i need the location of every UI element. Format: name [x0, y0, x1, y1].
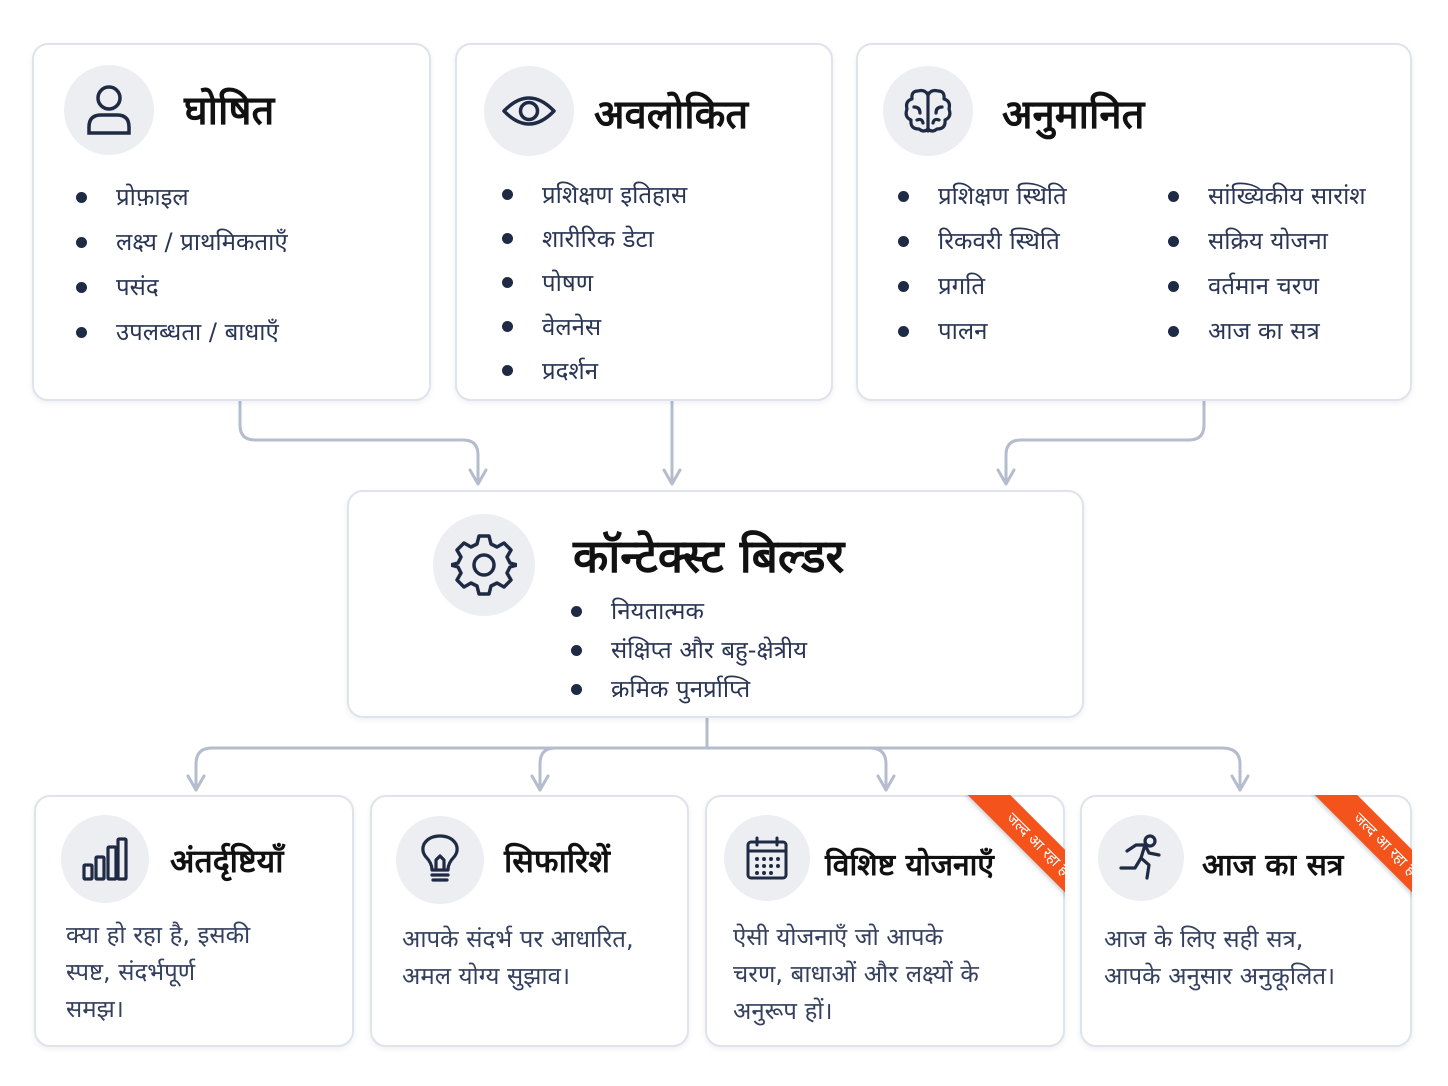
running-icon [1098, 815, 1184, 901]
list-item: वेलनेस [502, 305, 687, 349]
bar-chart-icon [61, 815, 149, 903]
description-line: आज के लिए सही सत्र, [1104, 925, 1304, 953]
calendar-icon [724, 815, 810, 901]
eye-icon [484, 66, 574, 156]
description-line: समझ। [66, 995, 124, 1023]
builder-list: नियतात्मक संक्षिप्त और बहु-क्षेत्रीय क्र… [571, 592, 807, 709]
description-line: आपके अनुसार अनुकूलित। [1104, 962, 1336, 990]
card-description: क्या हो रहा है, इसकी स्पष्ट, संदर्भपूर्ण… [66, 917, 250, 1028]
list-item: पोषण [502, 261, 687, 305]
insights-card: अंतर्दृष्टियाँ क्या हो रहा है, इसकी स्पष… [34, 795, 354, 1047]
list-item: क्रमिक पुनर्प्राप्ति [571, 670, 807, 709]
recommendations-card: सिफारिशें आपके संदर्भ पर आधारित, अमल योग… [370, 795, 689, 1047]
list-item: सांख्यिकीय सारांश [1168, 174, 1366, 219]
card-description: ऐसी योजनाएँ जो आपके चरण, बाधाओं और लक्ष्… [733, 919, 979, 1030]
card-title: आज का सत्र [1202, 848, 1344, 883]
card-title: सिफारिशें [504, 842, 611, 880]
description-line: ऐसी योजनाएँ जो आपके [733, 923, 943, 951]
builder-title: कॉन्टेक्स्ट बिल्डर [573, 529, 845, 583]
list-item: प्रोफ़ाइल [76, 175, 288, 220]
card-title: अवलोकित [594, 92, 749, 138]
brain-icon [883, 66, 973, 156]
list-item: प्रशिक्षण इतिहास [502, 173, 687, 217]
person-icon [64, 65, 154, 155]
list-item: उपलब्धता / बाधाएँ [76, 310, 288, 355]
lightbulb-icon [396, 816, 484, 904]
declared-card: घोषित प्रोफ़ाइल लक्ष्य / प्राथमिकताएँ पस… [32, 43, 431, 401]
list-item: शारीरिक डेटा [502, 217, 687, 261]
list-item: प्रदर्शन [502, 349, 687, 393]
card-title: विशिष्ट योजनाएँ [825, 848, 995, 883]
specific-plans-card: जल्द आ रहा है विशिष्ट योजनाएँ ऐसी योजनाए… [705, 795, 1065, 1047]
inferred-card: अनुमानित प्रशिक्षण स्थिति रिकवरी स्थिति … [856, 43, 1412, 401]
list-item: नियतात्मक [571, 592, 807, 631]
card-title: घोषित [184, 88, 275, 134]
description-line: क्या हो रहा है, इसकी [66, 921, 251, 949]
todays-session-card: जल्द आ रहा है आज का सत्र आज के लिए सही स… [1080, 795, 1412, 1047]
list-item: संक्षिप्त और बहु-क्षेत्रीय [571, 631, 807, 670]
list-item: रिकवरी स्थिति [898, 219, 1067, 264]
description-line: अनुरूप हों। [733, 997, 833, 1025]
list-item: पालन [898, 309, 1067, 354]
inferred-list-left: प्रशिक्षण स्थिति रिकवरी स्थिति प्रगति पा… [898, 174, 1067, 354]
observed-card: अवलोकित प्रशिक्षण इतिहास शारीरिक डेटा पो… [455, 43, 833, 401]
description-line: चरण, बाधाओं और लक्ष्यों के [733, 960, 979, 988]
list-item: लक्ष्य / प्राथमिकताएँ [76, 220, 288, 265]
list-item: आज का सत्र [1168, 309, 1366, 354]
list-item: प्रगति [898, 264, 1067, 309]
inferred-list-right: सांख्यिकीय सारांश सक्रिय योजना वर्तमान च… [1168, 174, 1366, 354]
declared-list: प्रोफ़ाइल लक्ष्य / प्राथमिकताएँ पसंद उपल… [76, 175, 288, 355]
list-item: सक्रिय योजना [1168, 219, 1366, 264]
gear-icon [433, 514, 535, 616]
context-builder-card: कॉन्टेक्स्ट बिल्डर नियतात्मक संक्षिप्त औ… [347, 490, 1084, 718]
description-line: आपके संदर्भ पर आधारित, [402, 925, 634, 953]
list-item: वर्तमान चरण [1168, 264, 1366, 309]
observed-list: प्रशिक्षण इतिहास शारीरिक डेटा पोषण वेलने… [502, 173, 687, 393]
description-line: अमल योग्य सुझाव। [402, 962, 571, 990]
card-title: अनुमानित [1002, 92, 1145, 138]
list-item: प्रशिक्षण स्थिति [898, 174, 1067, 219]
card-description: आपके संदर्भ पर आधारित, अमल योग्य सुझाव। [402, 921, 634, 995]
card-description: आज के लिए सही सत्र, आपके अनुसार अनुकूलित… [1104, 921, 1335, 995]
card-title: अंतर्दृष्टियाँ [170, 842, 284, 880]
description-line: स्पष्ट, संदर्भपूर्ण [66, 958, 196, 986]
list-item: पसंद [76, 265, 288, 310]
